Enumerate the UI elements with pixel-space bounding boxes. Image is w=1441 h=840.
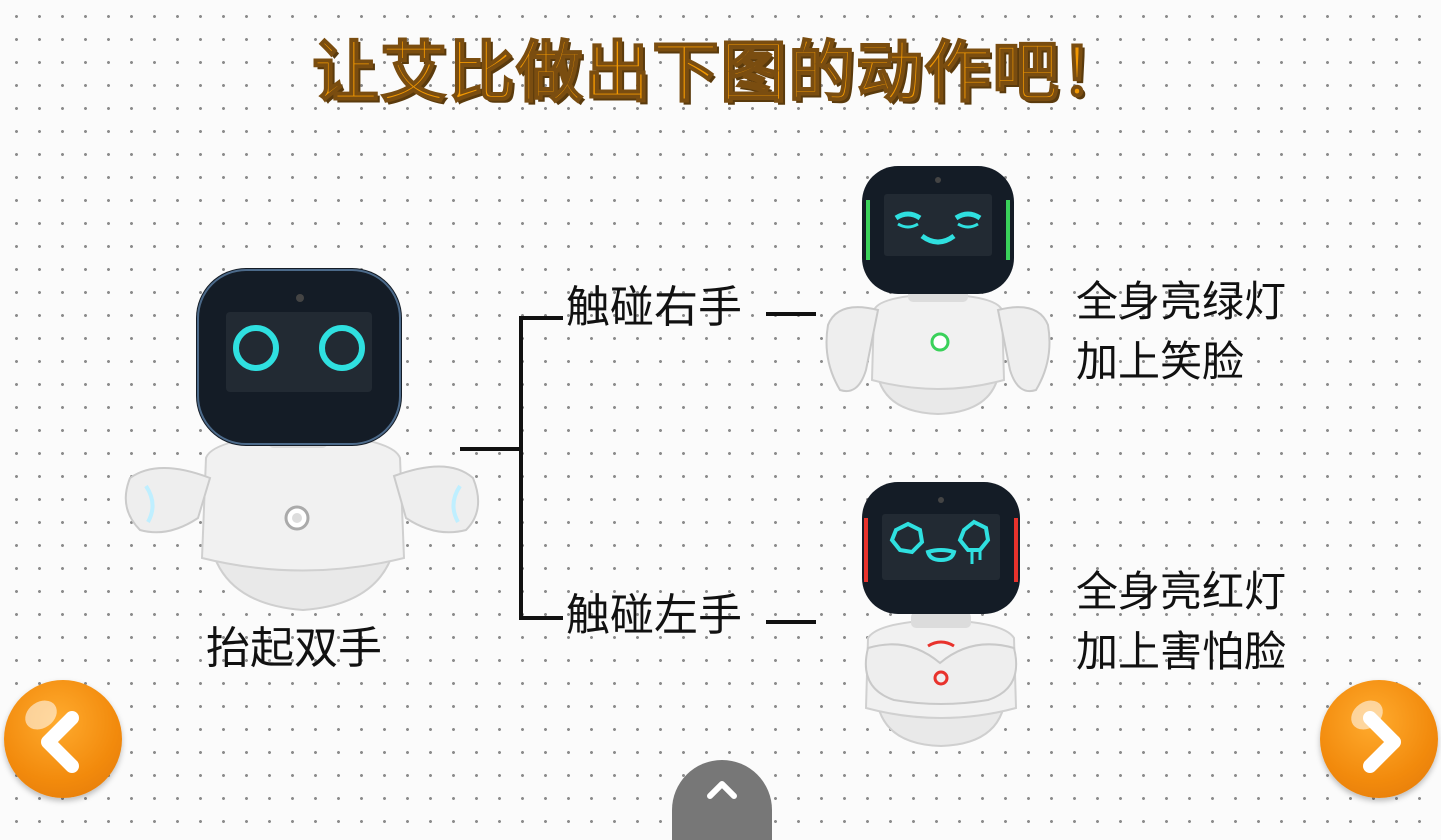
result-red-line1: 全身亮红灯 <box>1076 567 1287 616</box>
connector-to-red-robot <box>766 620 816 624</box>
prev-page-button[interactable] <box>4 680 122 798</box>
chevron-up-icon <box>707 781 737 799</box>
trigger-label-left-hand: 触碰左手 <box>566 590 742 641</box>
chevron-right-icon <box>1363 711 1401 773</box>
page-title: 让艾比做出下图的动作吧！ <box>312 34 1129 111</box>
result-green-line1: 全身亮绿灯 <box>1076 277 1287 326</box>
connector-top-branch <box>519 316 563 320</box>
result-text-green: 全身亮绿灯 加上笑脸 <box>1076 272 1286 392</box>
scroll-up-button[interactable] <box>672 760 772 840</box>
result-text-red: 全身亮红灯 加上害怕脸 <box>1076 562 1286 682</box>
chevron-left-icon <box>41 711 79 773</box>
robot-arms-raised-image <box>118 268 488 618</box>
connector-to-green-robot <box>766 312 816 316</box>
result-green-line2: 加上笑脸 <box>1076 337 1245 386</box>
connector-bottom-branch <box>519 616 563 620</box>
connector-horizontal-main <box>460 447 522 451</box>
trigger-label-right-hand: 触碰右手 <box>566 282 742 333</box>
result-red-line2: 加上害怕脸 <box>1076 627 1287 676</box>
robot-arms-raised-caption: 抬起双手 <box>206 623 382 674</box>
next-page-button[interactable] <box>1320 680 1438 798</box>
robot-scared-red-image <box>848 478 1034 748</box>
robot-smile-green-image <box>818 160 1058 416</box>
connector-vertical <box>519 316 523 620</box>
